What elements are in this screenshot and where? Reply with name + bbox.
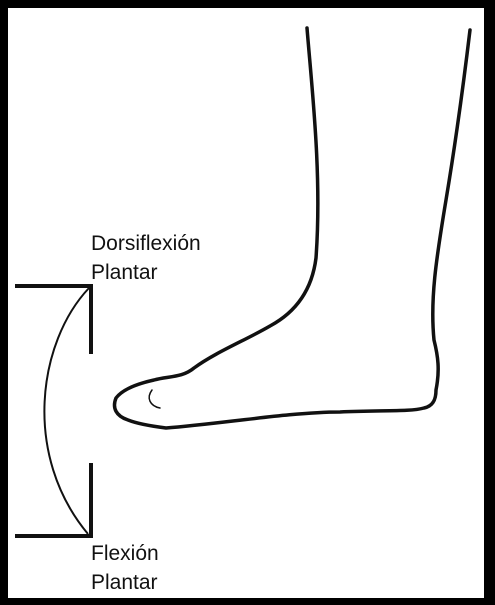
dorsiflexion-label: Dorsiflexión Plantar — [91, 229, 201, 287]
dorsiflexion-label-line1: Dorsiflexión — [91, 229, 201, 258]
dorsiflexion-arm — [17, 286, 91, 352]
plantar-flexion-label-line1: Flexión — [91, 539, 159, 568]
range-of-motion-arc — [44, 288, 89, 534]
plantar-flexion-label-line2: Plantar — [91, 568, 159, 597]
toe-crease — [149, 390, 160, 408]
plantar-flexion-label: Flexión Plantar — [91, 539, 159, 597]
dorsiflexion-label-line2: Plantar — [91, 258, 201, 287]
foot-outline — [115, 28, 471, 428]
